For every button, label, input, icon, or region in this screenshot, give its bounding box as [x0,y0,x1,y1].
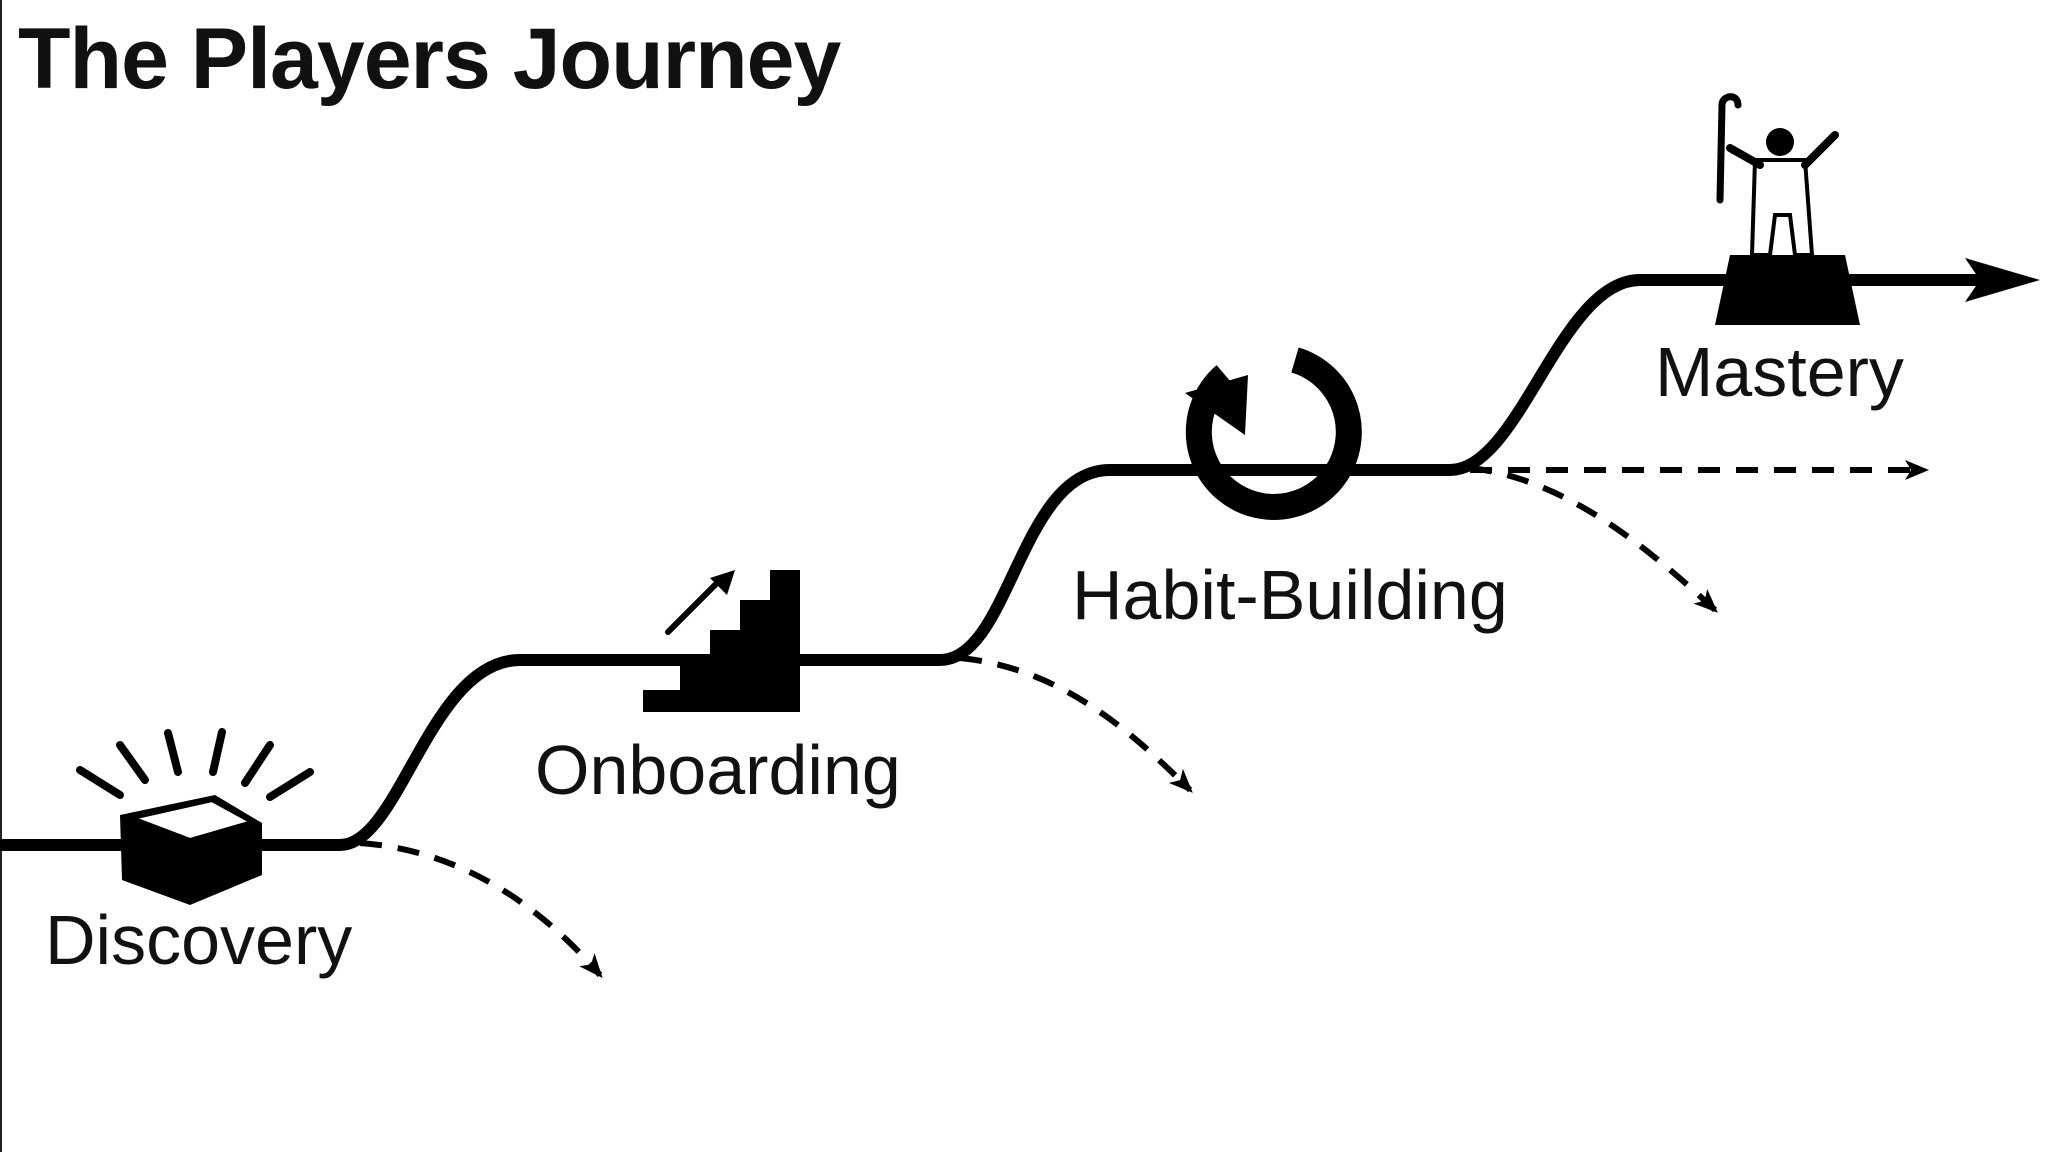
stage-label-mastery: Mastery [1655,333,1904,411]
stage-label-discovery: Discovery [45,901,353,979]
summit-figure-icon [1715,93,1860,325]
journey-arrowhead [1965,258,2040,302]
stairs-icon [643,570,800,712]
dropoff-path-onboarding [959,655,1193,793]
dropoff-path-habit [1469,465,1718,613]
diagram-title: The Players Journey [18,11,841,107]
box-icon [76,728,314,905]
stage-label-onboarding: Onboarding [535,731,901,809]
journey-path [0,274,1996,851]
cycle-icon [1185,347,1362,520]
left-border [0,0,2,1152]
stage-label-habit-building: Habit-Building [1072,556,1508,634]
dropoff-path-discovery [359,840,603,979]
